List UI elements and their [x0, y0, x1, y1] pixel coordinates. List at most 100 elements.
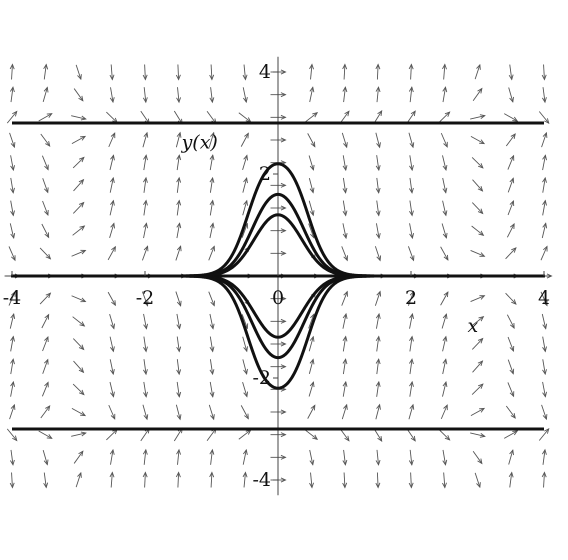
slope-arrow [342, 200, 348, 217]
slope-arrow [41, 223, 50, 239]
y-axis-label: y(x) [181, 132, 218, 154]
slope-arrow [176, 176, 182, 193]
slope-arrow [342, 358, 348, 375]
slope-arrow [240, 405, 249, 420]
slope-arrow [474, 63, 481, 80]
slope-arrow [142, 64, 148, 81]
x-tick-label: 2 [405, 287, 417, 309]
slope-arrow [375, 132, 381, 149]
slope-arrow [471, 337, 484, 350]
slope-arrow [142, 87, 148, 104]
slope-arrow [505, 405, 516, 419]
slope-arrow [408, 403, 415, 420]
slope-arrow [375, 380, 381, 397]
slope-arrow [508, 87, 514, 103]
slope-arrow [470, 407, 486, 416]
slope-arrow [375, 335, 381, 352]
slope-arrow [309, 449, 315, 466]
slope-arrow [107, 245, 116, 261]
slope-arrow [209, 199, 215, 216]
slope-arrow [541, 131, 548, 148]
slope-arrow [41, 155, 49, 171]
y-tick-label: 4 [259, 61, 271, 83]
slope-arrow [307, 133, 316, 148]
slope-arrow [71, 249, 87, 257]
slope-arrow [176, 359, 182, 376]
slope-arrow [407, 290, 415, 306]
slope-arrow [406, 110, 416, 124]
slope-arrow [305, 112, 319, 123]
slope-arrow [143, 336, 148, 353]
slope-arrow [109, 471, 115, 488]
slope-arrow [342, 312, 348, 329]
slope-arrow [176, 313, 182, 330]
slope-arrow [375, 63, 381, 80]
slope-arrow [470, 136, 486, 145]
slope-arrow [375, 155, 381, 172]
slope-arrow [442, 358, 448, 375]
slope-arrow [442, 472, 447, 489]
slope-arrow [6, 428, 18, 442]
solution-curve [11, 274, 545, 390]
slope-arrow [143, 381, 148, 398]
x-tick-label: 0 [272, 287, 284, 309]
slope-arrow [208, 131, 215, 148]
x-axis-label: x [468, 315, 479, 337]
slope-arrow [471, 225, 485, 236]
slope-arrow [106, 428, 118, 441]
slope-arrow [9, 449, 15, 466]
slope-arrow [541, 313, 548, 330]
slope-arrow [209, 359, 215, 376]
slope-arrow [438, 111, 451, 123]
slope-arrow [409, 200, 414, 217]
slope-arrow [39, 247, 52, 260]
slope-arrow [442, 155, 448, 172]
slope-arrow [142, 359, 148, 376]
slope-arrow [42, 450, 49, 466]
slope-arrow [175, 291, 182, 307]
slope-arrow [408, 132, 415, 149]
slope-arrow [542, 336, 547, 353]
slope-arrow [71, 135, 87, 144]
slope-arrow [42, 178, 49, 194]
slope-arrow [409, 223, 415, 240]
slope-arrow [175, 64, 181, 81]
slope-arrow [505, 292, 517, 305]
slope-arrow [72, 316, 86, 327]
slope-arrow [43, 63, 49, 80]
slope-arrow [42, 200, 49, 217]
slope-arrow [374, 290, 382, 306]
slope-arrow [504, 430, 519, 439]
slope-arrow [73, 450, 84, 464]
slope-arrow [507, 382, 515, 398]
x-tick-label: 4 [538, 287, 550, 309]
slope-arrow [472, 360, 484, 373]
slope-arrow [109, 448, 115, 465]
slope-arrow [375, 200, 381, 217]
slope-arrow [442, 86, 448, 103]
x-tick-label: -2 [136, 287, 155, 309]
slope-arrow [408, 449, 414, 466]
slope-arrow [375, 403, 381, 420]
y-tick-label: 2 [259, 163, 271, 185]
slope-arrow [109, 222, 115, 238]
slope-arrow [10, 380, 15, 397]
slope-arrow [107, 291, 116, 307]
slope-arrow [408, 63, 414, 80]
slope-arrow [541, 471, 547, 488]
slope-arrow [341, 132, 348, 149]
slope-arrow [208, 404, 215, 421]
slope-arrow [472, 87, 483, 102]
slope-arrow [506, 223, 515, 238]
slope-arrow [208, 291, 215, 307]
slope-arrow [442, 380, 448, 397]
slope-arrow [507, 154, 515, 170]
slope-arrow [406, 428, 416, 442]
slope-arrow [471, 157, 484, 169]
slope-arrow [542, 381, 547, 398]
x-tick-label: -4 [3, 287, 22, 309]
slope-arrow [75, 471, 82, 488]
slope-arrow [507, 359, 515, 375]
slope-arrow [442, 63, 447, 80]
slope-arrow [339, 428, 350, 442]
